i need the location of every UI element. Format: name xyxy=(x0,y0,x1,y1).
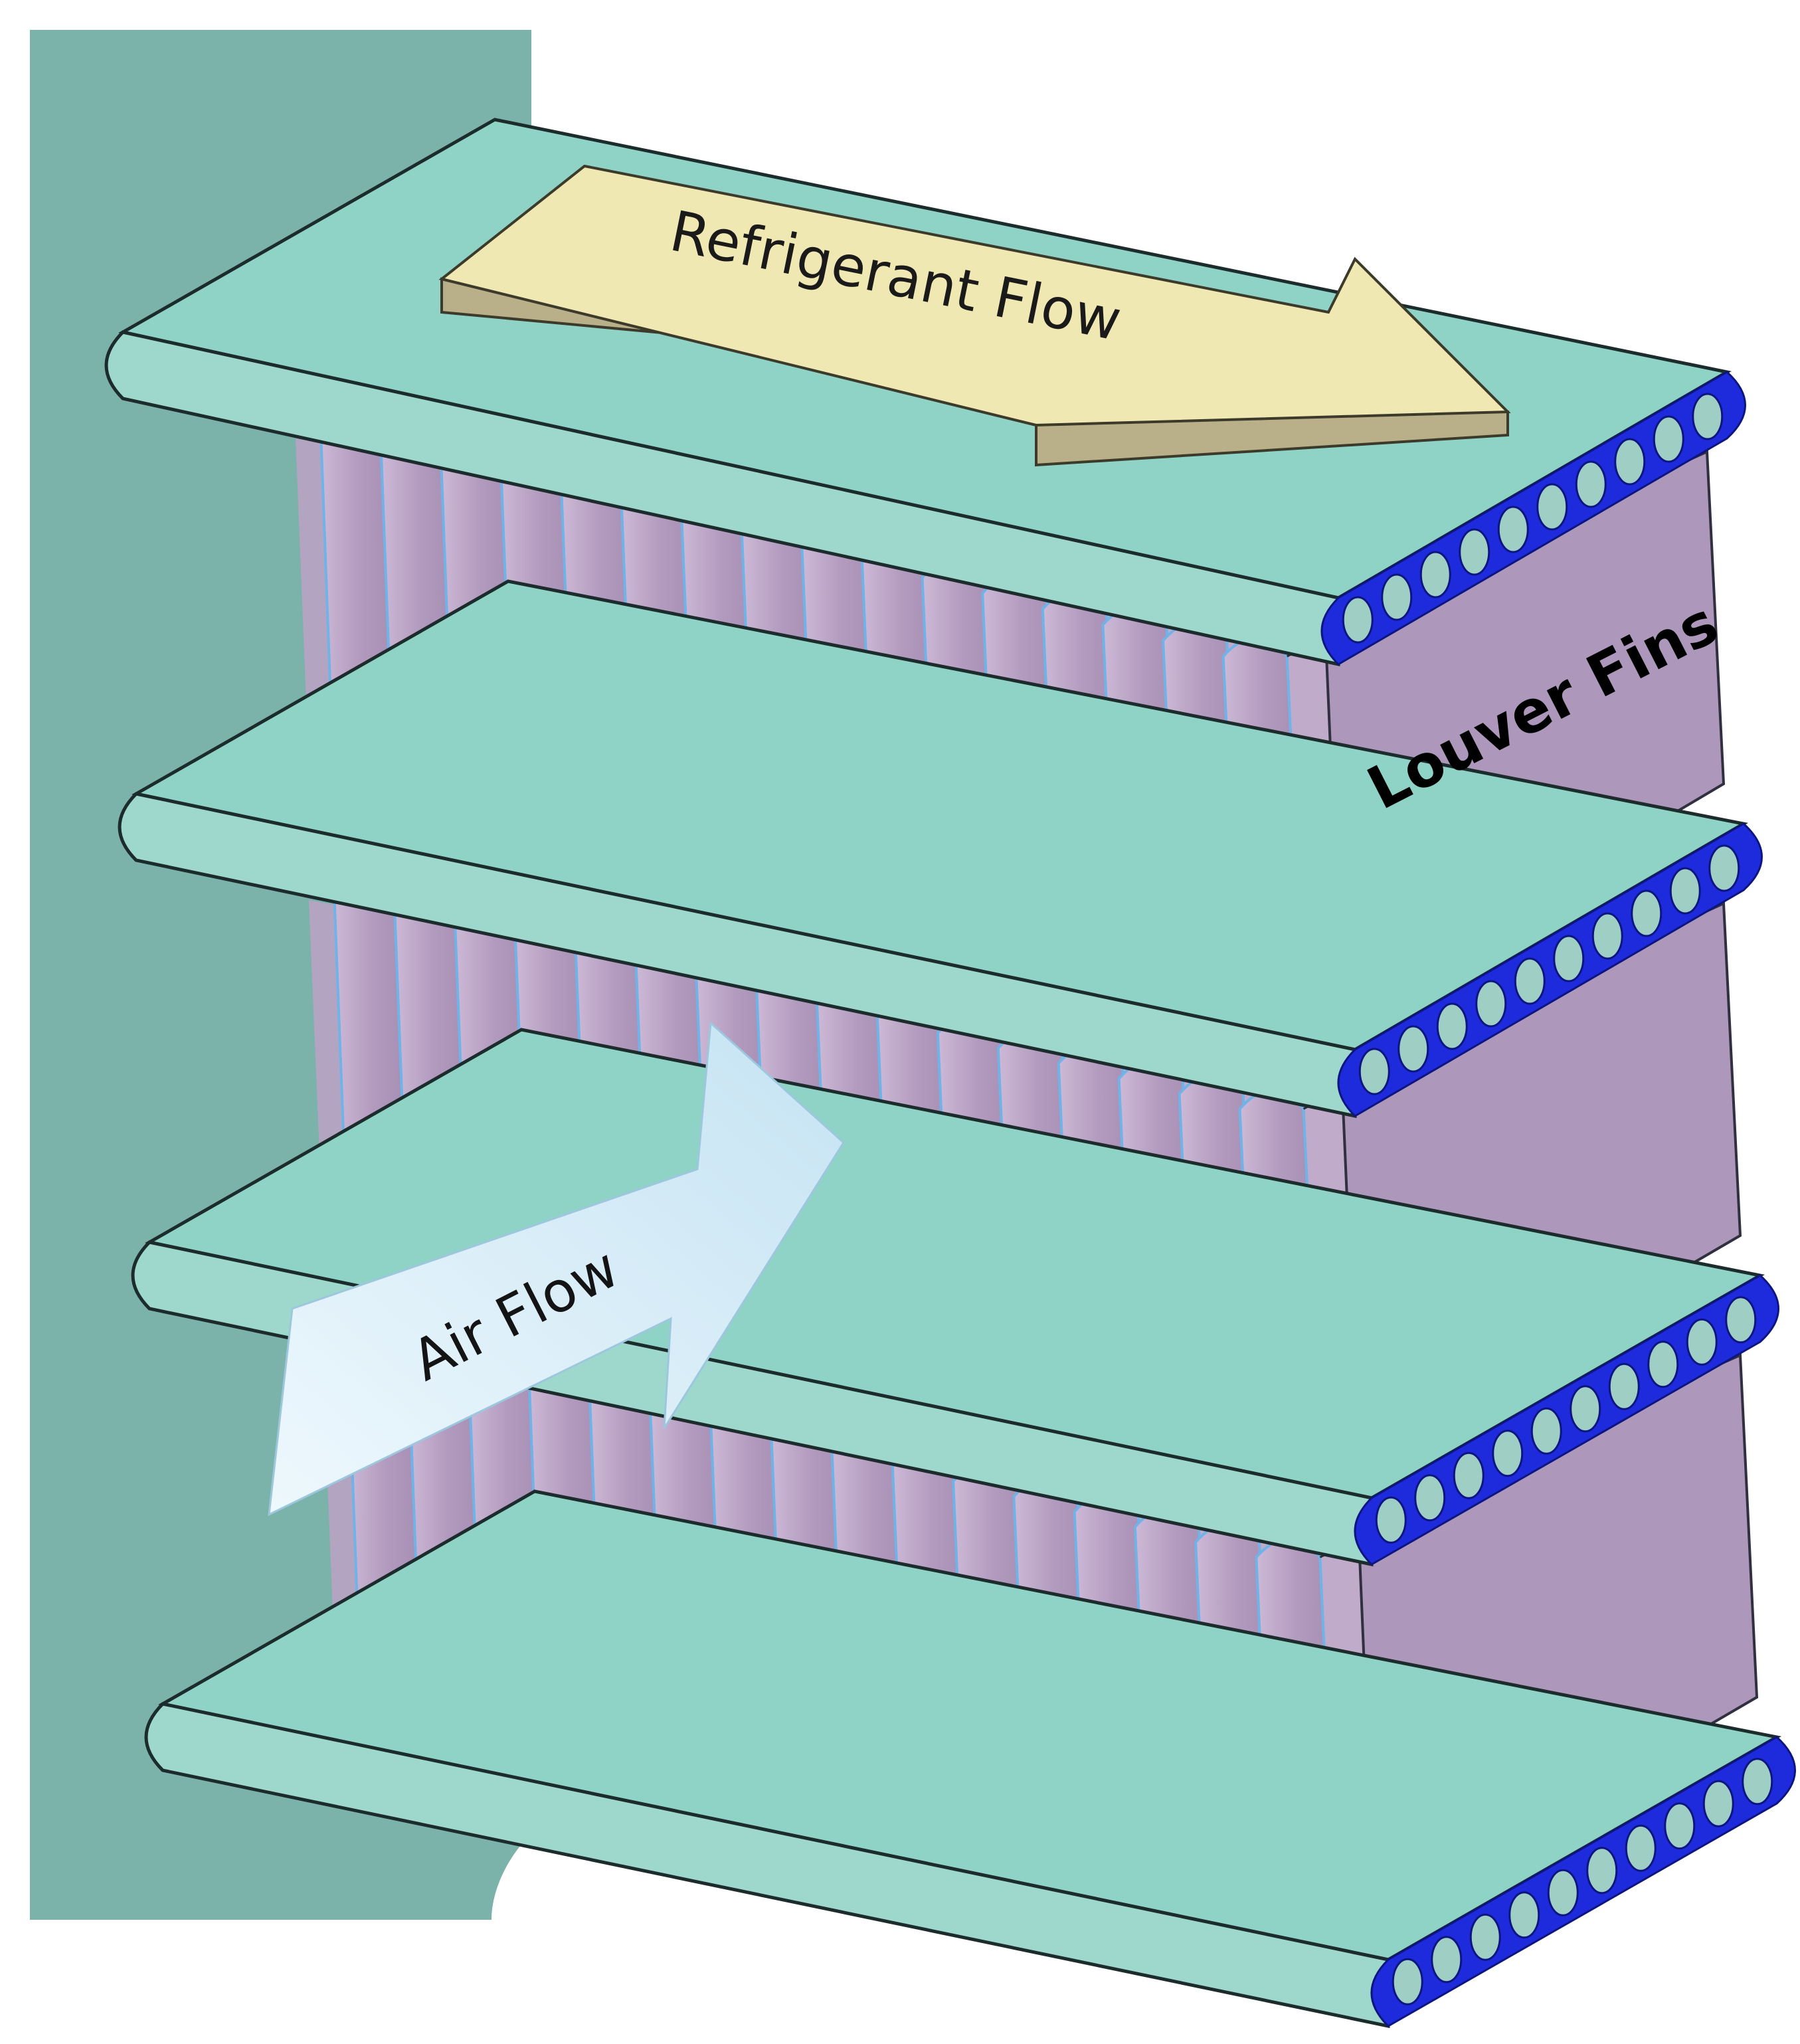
micro-channel xyxy=(1358,1048,1390,1095)
micro-channel xyxy=(1647,1341,1679,1388)
micro-channel xyxy=(1631,889,1663,937)
micro-channel xyxy=(1614,438,1646,486)
micro-channel xyxy=(1342,596,1374,644)
flat-tube xyxy=(144,1489,1796,2029)
micro-channel xyxy=(1419,551,1451,599)
micro-channel xyxy=(1586,1847,1618,1895)
micro-channel xyxy=(1725,1296,1757,1344)
micro-channel xyxy=(1514,957,1546,1005)
tube-front-side xyxy=(104,330,1340,667)
micro-channel xyxy=(1608,1362,1640,1410)
micro-channel xyxy=(1453,1451,1485,1499)
micro-channel xyxy=(1553,935,1585,982)
micro-channel xyxy=(1497,506,1529,553)
micro-channel xyxy=(1591,912,1623,960)
micro-channel xyxy=(1692,393,1724,440)
micro-channel xyxy=(1575,460,1607,508)
tube-end-face xyxy=(1320,371,1746,666)
micro-channel xyxy=(1469,1913,1501,1961)
micro-channel xyxy=(1459,528,1490,576)
micro-channel xyxy=(1669,867,1701,915)
micro-channel xyxy=(1381,573,1413,621)
micro-channel xyxy=(1392,1958,1423,2005)
micro-channel xyxy=(1653,415,1684,463)
micro-channel xyxy=(1397,1025,1429,1073)
micro-channel xyxy=(1664,1802,1696,1850)
micro-channel xyxy=(1475,980,1507,1028)
flat-tube xyxy=(118,579,1763,1119)
micro-channel xyxy=(1508,1891,1540,1939)
micro-channel xyxy=(1686,1318,1718,1366)
micro-channel xyxy=(1708,844,1740,892)
micro-channel xyxy=(1530,1407,1562,1455)
micro-channel xyxy=(1414,1474,1446,1522)
micro-channel xyxy=(1375,1496,1407,1544)
tube-end-face xyxy=(1337,822,1763,1117)
micro-channel xyxy=(1625,1824,1657,1872)
tube-front-side xyxy=(144,1702,1390,2029)
tube-front-side xyxy=(118,792,1357,1119)
flat-tubes xyxy=(104,118,1796,2029)
micro-channel xyxy=(1431,1936,1463,1984)
micro-channel xyxy=(1436,1002,1468,1050)
tube-end-face xyxy=(1370,1736,1796,2027)
micro-channel xyxy=(1702,1780,1734,1827)
micro-channel xyxy=(1570,1385,1601,1433)
micro-channel xyxy=(1742,1758,1773,1806)
micro-channel xyxy=(1547,1869,1579,1916)
micro-channel xyxy=(1492,1430,1524,1477)
tube-end-face xyxy=(1354,1274,1779,1566)
micro-channel xyxy=(1536,483,1568,531)
